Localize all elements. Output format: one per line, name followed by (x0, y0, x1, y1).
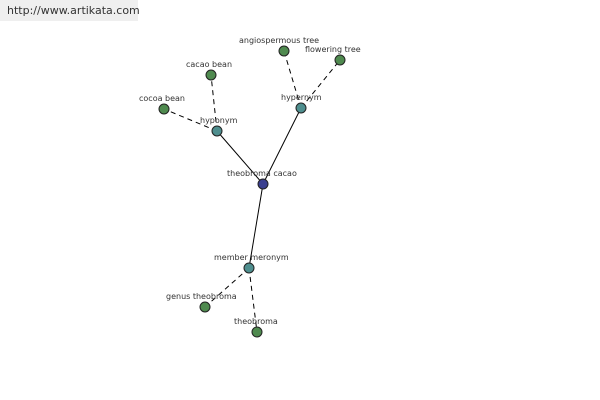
center-node-label: theobroma cacao (227, 169, 297, 178)
leaf-node-genus-theobroma-dot[interactable] (199, 301, 211, 313)
leaf-node-theobroma-dot[interactable] (251, 326, 263, 338)
leaf-label-cocoa-bean: cocoa bean (139, 94, 185, 103)
edge-hypernym-angiospermous-tree (283, 50, 302, 109)
relation-node-hypernym-dot[interactable] (295, 102, 307, 114)
relation-label-member-meronym: member meronym (214, 253, 289, 262)
edge-hyponym-cocoa-bean (163, 108, 218, 132)
relation-node-member-meronym-dot[interactable] (243, 262, 255, 274)
leaf-node-cocoa-bean[interactable]: cocoa bean (139, 94, 185, 115)
relation-node-member-meronym[interactable]: member meronym (214, 253, 289, 274)
edge-hypernym-flowering-tree (300, 59, 341, 109)
leaf-label-angiospermous-tree: angiospermous tree (239, 36, 319, 45)
leaf-node-flowering-tree[interactable]: flowering tree (305, 45, 361, 66)
relation-node-hypernym[interactable]: hypernym (281, 93, 322, 114)
center-node[interactable]: theobroma cacao (227, 169, 297, 190)
source-banner: http://www.artikata.com (0, 0, 140, 21)
edge-member-meronym-theobroma (248, 267, 258, 333)
leaf-node-genus-theobroma[interactable]: genus theobroma (166, 292, 237, 313)
leaf-node-theobroma[interactable]: theobroma (234, 317, 278, 338)
center-node-dot[interactable] (257, 178, 269, 190)
leaf-node-cacao-bean[interactable]: cacao bean (186, 60, 232, 81)
edge-hyponym-cacao-bean (210, 74, 218, 132)
edge-layer (163, 50, 341, 333)
leaf-node-flowering-tree-dot[interactable] (334, 54, 346, 66)
leaf-label-genus-theobroma: genus theobroma (166, 292, 237, 301)
edge-hyponym (216, 130, 264, 185)
node-layer: cacao bean cocoa bean hyponym angiospermous… (139, 36, 361, 338)
leaf-node-angiospermous-tree[interactable]: angiospermous tree (239, 36, 319, 57)
leaf-label-cacao-bean: cacao bean (186, 60, 232, 69)
relation-node-hyponym-dot[interactable] (211, 125, 223, 137)
relation-label-hypernym: hypernym (281, 93, 322, 102)
edge-hypernym (262, 107, 302, 185)
relation-label-hyponym: hyponym (200, 116, 238, 125)
leaf-node-angiospermous-tree-dot[interactable] (278, 45, 290, 57)
leaf-node-cacao-bean-dot[interactable] (205, 69, 217, 81)
leaf-node-cocoa-bean-dot[interactable] (158, 103, 170, 115)
relation-node-hyponym[interactable]: hyponym (200, 116, 238, 137)
leaf-label-theobroma: theobroma (234, 317, 278, 326)
edge-member-meronym (248, 183, 264, 269)
leaf-label-flowering-tree: flowering tree (305, 45, 361, 54)
source-url-link[interactable]: http://www.artikata.com (7, 4, 140, 17)
edge-member-meronym-genus-theobroma (204, 267, 250, 308)
